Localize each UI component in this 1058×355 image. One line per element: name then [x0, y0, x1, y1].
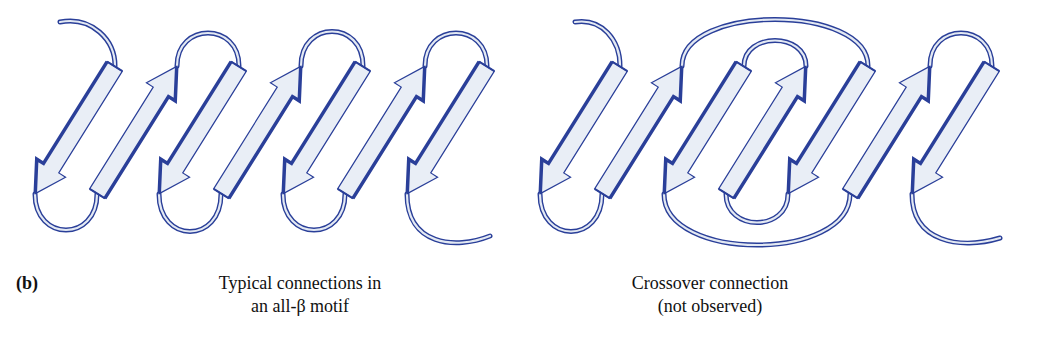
connection-loops	[35, 20, 1000, 246]
caption-text: Typical connections in an all-β motif	[218, 272, 383, 319]
panel-letter: (b)	[16, 272, 38, 295]
beta-strands-crossover	[526, 57, 1006, 202]
beta-strands-typical	[21, 57, 501, 202]
caption-text: Crossover connection (not observed)	[618, 272, 803, 319]
